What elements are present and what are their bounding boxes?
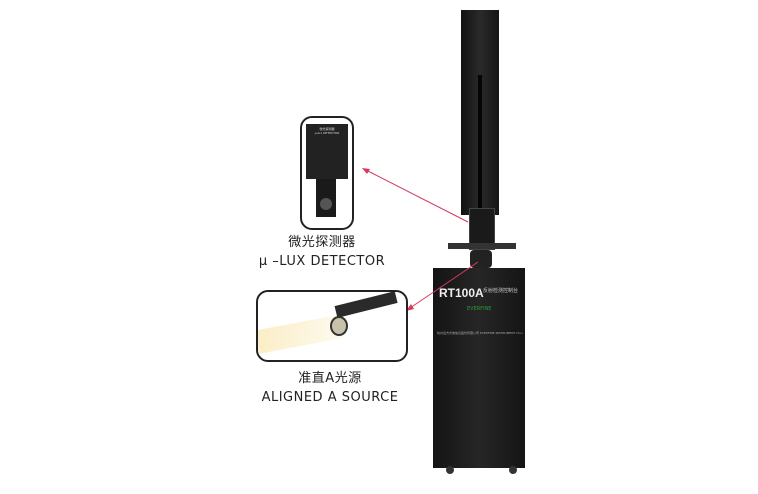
detector-arrow xyxy=(365,169,469,223)
side-arms xyxy=(448,243,516,249)
source-arrow xyxy=(409,261,479,309)
model-subtitle: 反射检测控制台 xyxy=(483,288,519,294)
model-label: RT100A xyxy=(439,286,484,300)
source-arrowhead xyxy=(406,304,414,311)
detector-label-en: μ –LUX DETECTOR xyxy=(258,254,386,269)
detector-lens xyxy=(320,198,332,210)
panel-title: 微光探测器 xyxy=(319,127,335,131)
wheel-left xyxy=(446,466,454,474)
source-label-en: ALIGNED A SOURCE xyxy=(261,390,399,405)
detector-panel: 微光探测器 μ-lux DETECTOR xyxy=(306,124,348,179)
detector-label-cn: 微光探测器 xyxy=(288,235,356,250)
panel-subtitle: μ-lux DETECTOR xyxy=(314,131,340,135)
brand-logo: EVERFINE xyxy=(467,306,492,312)
company-label: 杭州远方光电信息股份有限公司 EVERFINE INSTRUMENT CO.,L… xyxy=(437,331,523,335)
detector-arrowhead xyxy=(362,168,370,174)
machine-cabinet: RT100A 反射检测控制台 EVERFINE 杭州远方光电信息股份有限公司 E… xyxy=(433,268,525,468)
source-lens xyxy=(330,316,348,336)
source-callout xyxy=(256,290,408,362)
source-label-cn: 准直A光源 xyxy=(298,371,362,386)
detector-callout: 微光探测器 μ-lux DETECTOR xyxy=(300,116,354,230)
source-body xyxy=(334,292,398,318)
wheel-right xyxy=(509,466,517,474)
column-slot xyxy=(478,75,482,210)
